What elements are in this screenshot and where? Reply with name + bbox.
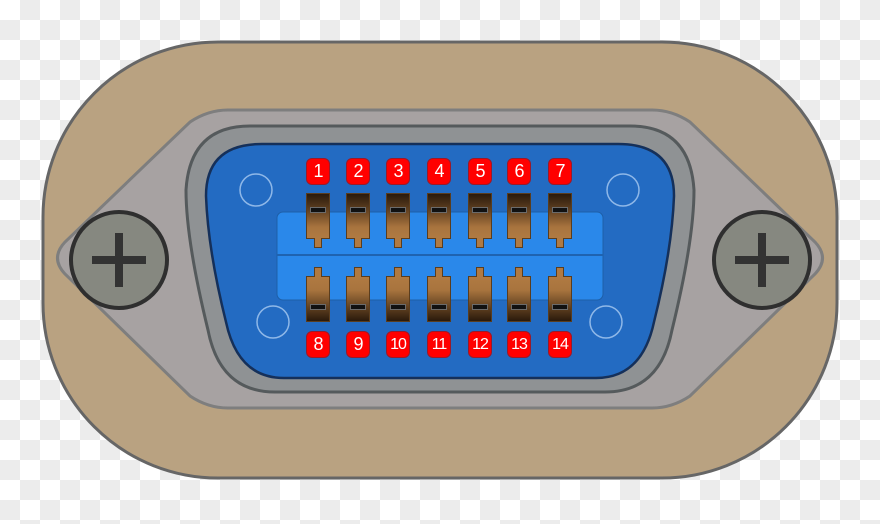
pin-label-10: 10 bbox=[386, 331, 410, 358]
pin-label-1: 1 bbox=[306, 158, 330, 185]
pin-label-7: 7 bbox=[548, 158, 572, 185]
pin-label-6: 6 bbox=[507, 158, 531, 185]
phillips-screw-icon bbox=[712, 210, 812, 310]
pin-label-13: 13 bbox=[507, 331, 531, 358]
pin-label-9: 9 bbox=[346, 331, 370, 358]
pin-label-3: 3 bbox=[386, 158, 410, 185]
alignment-circle-bottom-right bbox=[589, 305, 623, 339]
alignment-circle-bottom-left bbox=[256, 305, 290, 339]
pin-label-8: 8 bbox=[306, 331, 330, 358]
alignment-circle-top-right bbox=[606, 173, 640, 207]
pin-label-5: 5 bbox=[468, 158, 492, 185]
alignment-circle-top-left bbox=[239, 173, 273, 207]
pin-label-14: 14 bbox=[548, 331, 572, 358]
pin-label-11: 11 bbox=[427, 331, 451, 358]
pin-label-4: 4 bbox=[427, 158, 451, 185]
pin-label-2: 2 bbox=[346, 158, 370, 185]
phillips-screw-icon bbox=[69, 210, 169, 310]
pin-label-12: 12 bbox=[468, 331, 492, 358]
